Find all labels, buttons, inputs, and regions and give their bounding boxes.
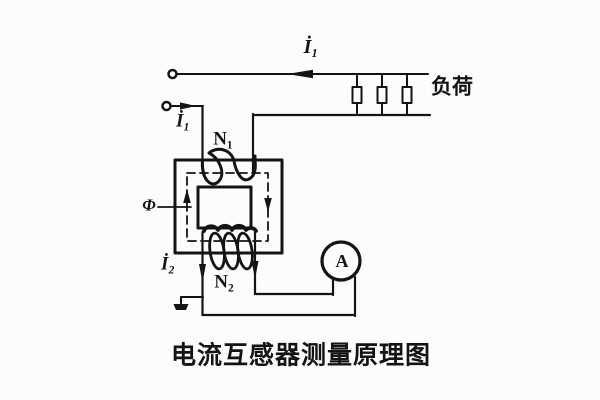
resistor-icon [351, 86, 363, 104]
current-arrow-i1-left-icon [287, 69, 313, 79]
current-arrow-i2-right-icon [251, 261, 259, 279]
ground-symbol-icon [173, 296, 204, 310]
label-primary-current-input: İ₁ [175, 110, 191, 132]
diagram-title: 电流互感器测量原理图 [170, 341, 432, 370]
resistor-icon [376, 86, 388, 104]
terminal-dot-input [161, 100, 172, 112]
flux-arrow-up-icon [183, 189, 191, 203]
label-secondary-current: İ₂ [160, 253, 176, 275]
ammeter-circle [320, 240, 362, 282]
label-load: 负荷 [431, 75, 473, 99]
terminal-dot-top [167, 68, 178, 80]
current-arrow-i2-left-icon [199, 264, 206, 282]
ammeter-letter: A [335, 251, 349, 271]
resistor-icon [401, 86, 413, 104]
load-resistors [251, 73, 432, 117]
label-primary-current-line: İ₁ [303, 36, 319, 58]
label-flux: Φ [142, 195, 156, 215]
flux-arrow-down-icon [264, 198, 272, 212]
primary-winding-coil [200, 147, 257, 186]
secondary-winding-coil [202, 223, 258, 271]
label-primary-turns: N₁ [213, 128, 233, 150]
flux-path [157, 172, 272, 242]
current-arrow-i1-right-icon [180, 102, 196, 110]
label-secondary-turns: N₂ [214, 271, 234, 293]
